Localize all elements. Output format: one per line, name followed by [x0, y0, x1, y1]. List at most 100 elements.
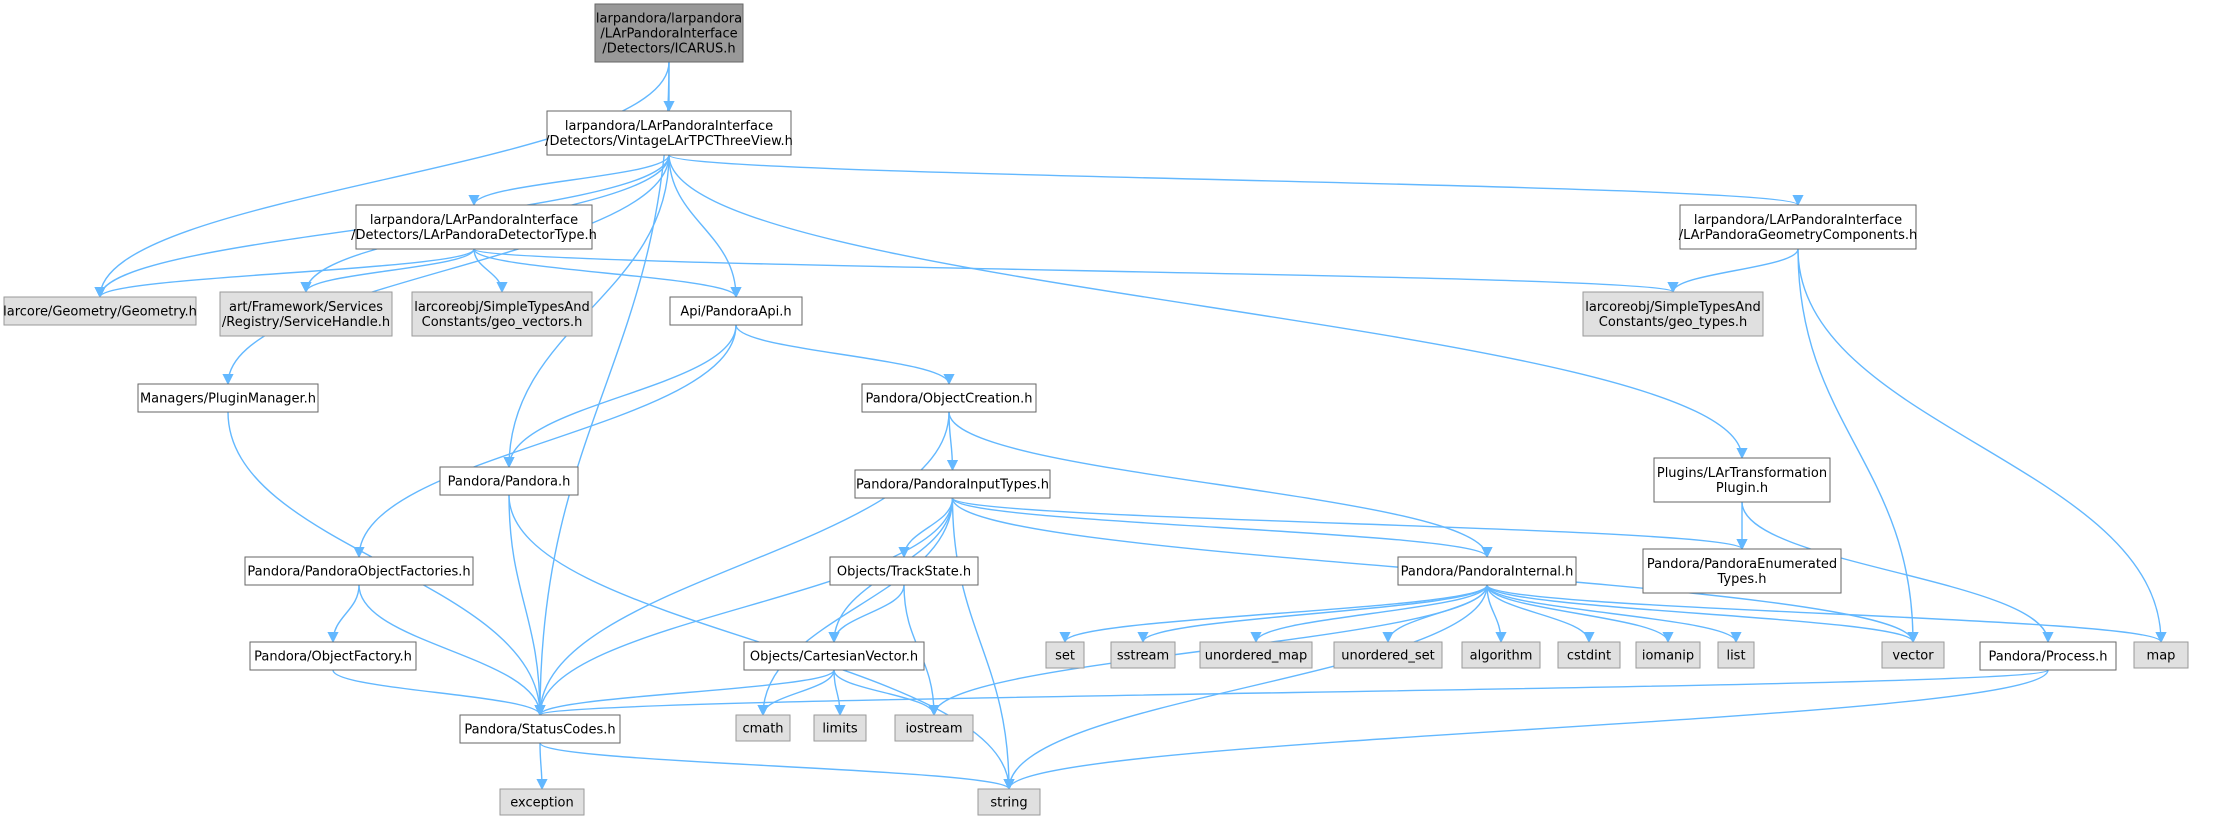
node-cstdint: cstdint: [1557, 641, 1621, 669]
node-statuscodes[interactable]: Pandora/StatusCodes.h: [459, 714, 621, 744]
node-label: unordered_map: [1205, 649, 1308, 664]
node-label: /Detectors/ICARUS.h: [602, 42, 735, 57]
node-geometry: larcore/Geometry/Geometry.h: [3, 296, 197, 326]
edge-pandorainternal-to-cstdint: [1486, 584, 1595, 644]
node-box: [735, 714, 791, 742]
node-label: Constants/geo_types.h: [1599, 315, 1747, 330]
node-icarus[interactable]: larpandora/larpandora/LArPandoraInterfac…: [594, 3, 744, 63]
node-label: limits: [822, 722, 858, 737]
node-label: larcoreobj/SimpleTypesAnd: [1585, 300, 1760, 315]
edge-inputtypes-to-pandorainternal: [951, 497, 1493, 559]
edge-geomcomponents-to-map: [1797, 248, 2167, 644]
edge-pandorainternal-to-sstream: [1137, 584, 1488, 644]
node-inputtypes[interactable]: Pandora/PandoraInputTypes.h: [854, 469, 1051, 499]
node-label: /Registry/ServiceHandle.h: [222, 315, 390, 330]
node-label: larpandora/larpandora: [596, 12, 742, 27]
edge-vintage-to-pluginmanager: [222, 154, 670, 386]
node-set: set: [1045, 641, 1085, 669]
node-label: Objects/CartesianVector.h: [750, 650, 918, 665]
edge-inputtypes-to-trackstate: [898, 497, 954, 559]
edge-cartesianvector-to-limits: [833, 669, 846, 717]
node-box: [743, 641, 925, 671]
node-box: [669, 296, 803, 326]
node-iomanip: iomanip: [1635, 641, 1701, 669]
node-box: [977, 788, 1041, 816]
edge-pandoraapi-to-objectcreation: [735, 324, 955, 386]
node-box: [813, 714, 867, 742]
node-exception: exception: [499, 788, 585, 816]
edge-objectfactories-to-objectfactory: [327, 584, 360, 644]
nodes: larpandora/larpandora/LArPandoraInterfac…: [3, 3, 2189, 816]
edge-trackstate-to-cartesianvector: [828, 584, 905, 644]
node-cmath: cmath: [735, 714, 791, 742]
edge-pandoraapi-to-pandora: [503, 324, 737, 469]
node-label: exception: [510, 796, 574, 811]
edge-pandorainternal-to-set: [1059, 584, 1488, 644]
node-trackstate[interactable]: Objects/TrackState.h: [829, 556, 979, 586]
node-label: Types.h: [1716, 572, 1766, 587]
node-objectcreation[interactable]: Pandora/ObjectCreation.h: [861, 383, 1037, 413]
node-map: map: [2133, 641, 2189, 669]
node-vintage[interactable]: larpandora/LArPandoraInterface/Detectors…: [545, 110, 793, 156]
node-box: [546, 110, 792, 156]
node-label: /Detectors/VintageLArTPCThreeView.h: [545, 134, 793, 149]
node-box: [861, 383, 1037, 413]
node-label: Pandora/PandoraEnumerated: [1647, 557, 1837, 572]
node-box: [1582, 291, 1764, 337]
node-label: Constants/geo_vectors.h: [422, 315, 583, 330]
edge-geomcomponents-to-geotypes: [1667, 248, 1799, 294]
node-geomcomponents[interactable]: larpandora/LArPandoraInterface/LArPandor…: [1679, 204, 1918, 250]
edge-pandorainternal-to-algorithm: [1486, 584, 1507, 644]
node-label: map: [2147, 649, 2176, 664]
node-label: list: [1726, 649, 1745, 664]
node-box: [499, 788, 585, 816]
node-label: larcore/Geometry/Geometry.h: [3, 305, 197, 320]
edge-inputtypes-to-string: [951, 497, 1015, 791]
node-label: Plugin.h: [1716, 481, 1768, 496]
node-label: Plugins/LArTransformation: [1657, 466, 1827, 481]
node-label: /LArPandoraInterface: [600, 27, 737, 42]
edge-statuscodes-to-exception: [536, 742, 548, 791]
node-box: [1397, 556, 1577, 586]
node-label: iostream: [905, 722, 962, 737]
node-box: [355, 204, 593, 250]
node-geovectors: larcoreobj/SimpleTypesAndConstants/geo_v…: [411, 291, 593, 337]
node-box: [2133, 641, 2189, 669]
node-label: Pandora/ObjectCreation.h: [865, 392, 1032, 407]
node-pandora[interactable]: Pandora/Pandora.h: [439, 466, 579, 496]
node-pluginmanager[interactable]: Managers/PluginManager.h: [137, 383, 319, 413]
edge-statuscodes-to-string: [539, 742, 1015, 791]
edges: [94, 61, 2167, 791]
node-cartesianvector[interactable]: Objects/CartesianVector.h: [743, 641, 925, 671]
node-servicehandle: art/Framework/Services/Registry/ServiceH…: [219, 291, 393, 337]
node-detectortype[interactable]: larpandora/LArPandoraInterface/Detectors…: [351, 204, 597, 250]
node-box: [249, 641, 417, 671]
node-process[interactable]: Pandora/Process.h: [1979, 641, 2117, 671]
node-box: [1653, 457, 1831, 503]
node-label: Objects/TrackState.h: [837, 565, 971, 580]
node-objectfactories[interactable]: Pandora/PandoraObjectFactories.h: [244, 556, 474, 586]
edge-detectortype-to-servicehandle: [300, 248, 475, 294]
node-label: cstdint: [1567, 649, 1611, 664]
node-label: larpandora/LArPandoraInterface: [370, 213, 578, 228]
node-label: Pandora/PandoraInternal.h: [1401, 565, 1574, 580]
node-pandorainternal[interactable]: Pandora/PandoraInternal.h: [1397, 556, 1577, 586]
edge-vintage-to-transformplugin: [668, 154, 1748, 460]
edge-icarus-to-geometry: [94, 61, 670, 299]
node-box: [854, 469, 1051, 499]
edge-cartesianvector-to-cmath: [757, 669, 835, 717]
node-label: Pandora/Pandora.h: [448, 475, 571, 490]
node-label: Api/PandoraApi.h: [680, 305, 791, 320]
node-box: [1679, 204, 1917, 250]
node-label: larpandora/LArPandoraInterface: [1694, 213, 1902, 228]
node-objectfactory[interactable]: Pandora/ObjectFactory.h: [249, 641, 417, 671]
node-label: algorithm: [1470, 649, 1533, 664]
node-box: [1045, 641, 1085, 669]
node-pandoraapi[interactable]: Api/PandoraApi.h: [669, 296, 803, 326]
node-label: sstream: [1117, 649, 1169, 664]
node-box: [439, 466, 579, 496]
node-box: [1199, 641, 1313, 669]
